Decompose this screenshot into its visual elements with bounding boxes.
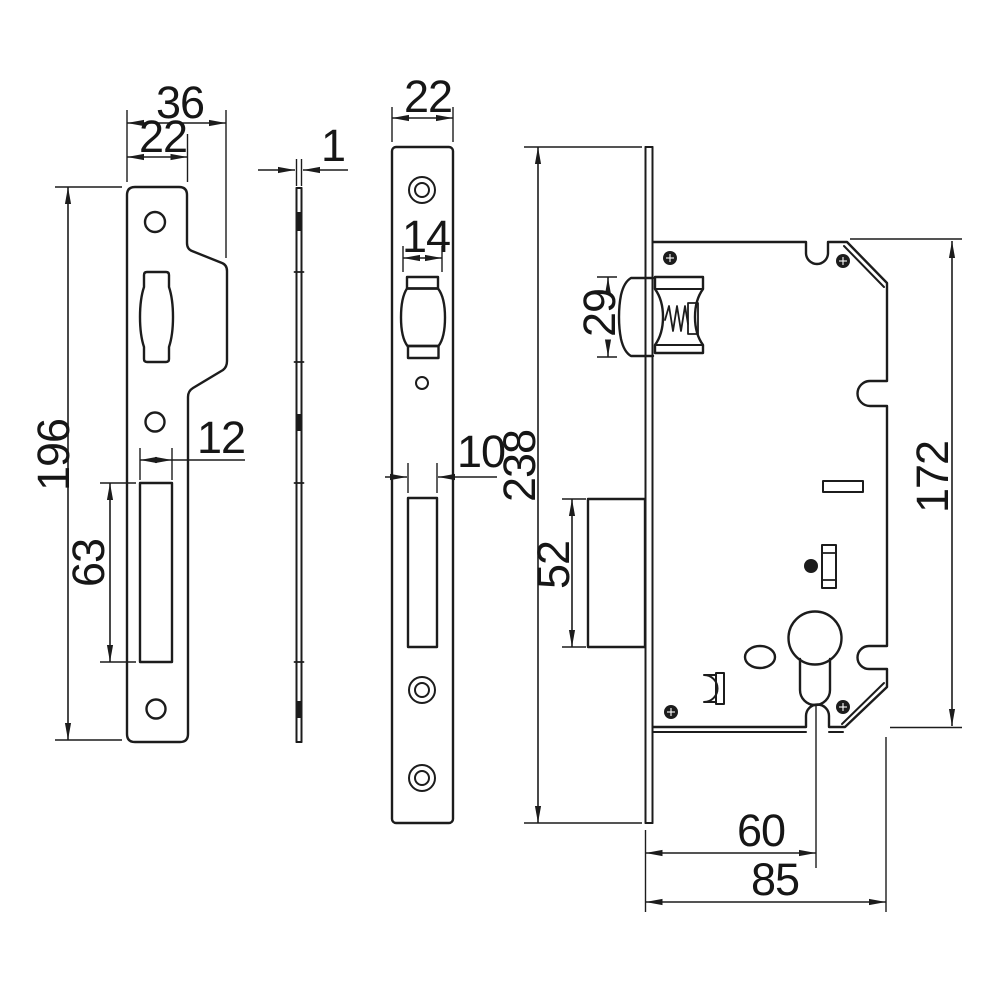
lock-bracket xyxy=(703,672,725,705)
view-lock-body: 29 52 xyxy=(528,146,962,912)
dim-strike-thickness: 1 xyxy=(258,120,348,186)
lock-case-double-edges xyxy=(652,245,885,733)
lock-pin xyxy=(804,559,818,573)
dim-text-strike-thickness: 1 xyxy=(321,120,345,171)
lock-rivets xyxy=(663,251,850,719)
dim-text-strike-outer-width: 36 xyxy=(156,77,204,128)
dim-text-faceplate-slot-width: 10 xyxy=(457,426,505,477)
dim-strike-inner-width: 22 xyxy=(127,111,189,182)
dim-text-backset: 60 xyxy=(737,805,785,856)
strike-side-hole-bottom xyxy=(295,701,303,718)
strike-deadbolt-opening xyxy=(138,481,174,664)
faceplate-pin-hole xyxy=(415,376,429,390)
dim-text-faceplate-latch-width: 14 xyxy=(402,211,450,262)
lock-deadbolt xyxy=(586,497,647,649)
strike-screw-hole-middle xyxy=(144,411,166,433)
dim-faceplate-latch-width: 14 xyxy=(402,211,451,272)
strike-side-hole-middle xyxy=(295,414,303,431)
dim-faceplate-width: 22 xyxy=(391,71,454,142)
lock-slider xyxy=(821,544,837,589)
strike-screw-hole-bottom xyxy=(145,698,167,720)
dim-strike-slot-height: 63 xyxy=(63,482,136,663)
faceplate-screw-hole-top xyxy=(408,176,436,204)
view-faceplate-front: 22 14 10 238 xyxy=(385,71,642,825)
strike-latch-opening xyxy=(138,270,175,364)
dim-faceplate-slot-width: 10 xyxy=(385,426,506,493)
strike-side-hole-top xyxy=(295,212,303,231)
faceplate-deadbolt-slot xyxy=(406,496,439,649)
lock-oval-slot xyxy=(743,644,777,670)
latch-spring-seat xyxy=(687,302,699,335)
faceplate-latch-bolt xyxy=(399,275,447,360)
dim-strike-outer-width: 36 xyxy=(126,77,227,258)
faceplate-screw-hole-middle xyxy=(408,676,436,704)
view-strike-plate-side: 1 xyxy=(258,120,348,743)
dim-text-strike-height: 196 xyxy=(28,419,79,491)
dim-strike-slot-width: 12 xyxy=(139,412,246,480)
dim-backset: 60 xyxy=(644,706,817,912)
dim-latch-height: 29 xyxy=(574,276,625,358)
dim-text-case-height: 172 xyxy=(907,441,958,513)
dim-text-faceplate-width: 22 xyxy=(404,71,452,122)
dim-text-strike-slot-width: 12 xyxy=(197,412,245,463)
faceplate-outline xyxy=(390,145,455,825)
lock-follower-slot xyxy=(822,480,864,493)
dim-text-latch-height: 29 xyxy=(574,289,625,337)
faceplate-screw-hole-bottom xyxy=(408,764,436,792)
dim-faceplate-height: 238 xyxy=(494,146,642,824)
dim-text-strike-inner-width: 22 xyxy=(139,111,187,162)
strike-side-profile xyxy=(293,187,305,743)
latch-spring xyxy=(664,305,689,332)
lock-case-outline xyxy=(651,240,889,729)
dim-deadbolt-height: 52 xyxy=(528,498,586,648)
dim-text-case-depth: 85 xyxy=(751,854,799,905)
strike-screw-hole-top xyxy=(143,210,167,234)
dim-text-deadbolt-height: 52 xyxy=(528,541,579,589)
dim-case-depth: 85 xyxy=(645,737,887,912)
dim-strike-height: 196 xyxy=(28,186,122,741)
strike-plate-outline xyxy=(125,185,229,744)
dim-case-height: 172 xyxy=(850,238,962,729)
lock-faceplate-edge xyxy=(644,146,654,824)
dim-text-faceplate-height: 238 xyxy=(494,430,545,502)
lock-latch-bolt xyxy=(617,275,705,358)
dim-text-strike-slot-height: 63 xyxy=(63,539,114,587)
view-strike-plate-front: 36 22 196 12 63 xyxy=(28,77,246,744)
lock-cylinder-hole xyxy=(787,610,843,707)
